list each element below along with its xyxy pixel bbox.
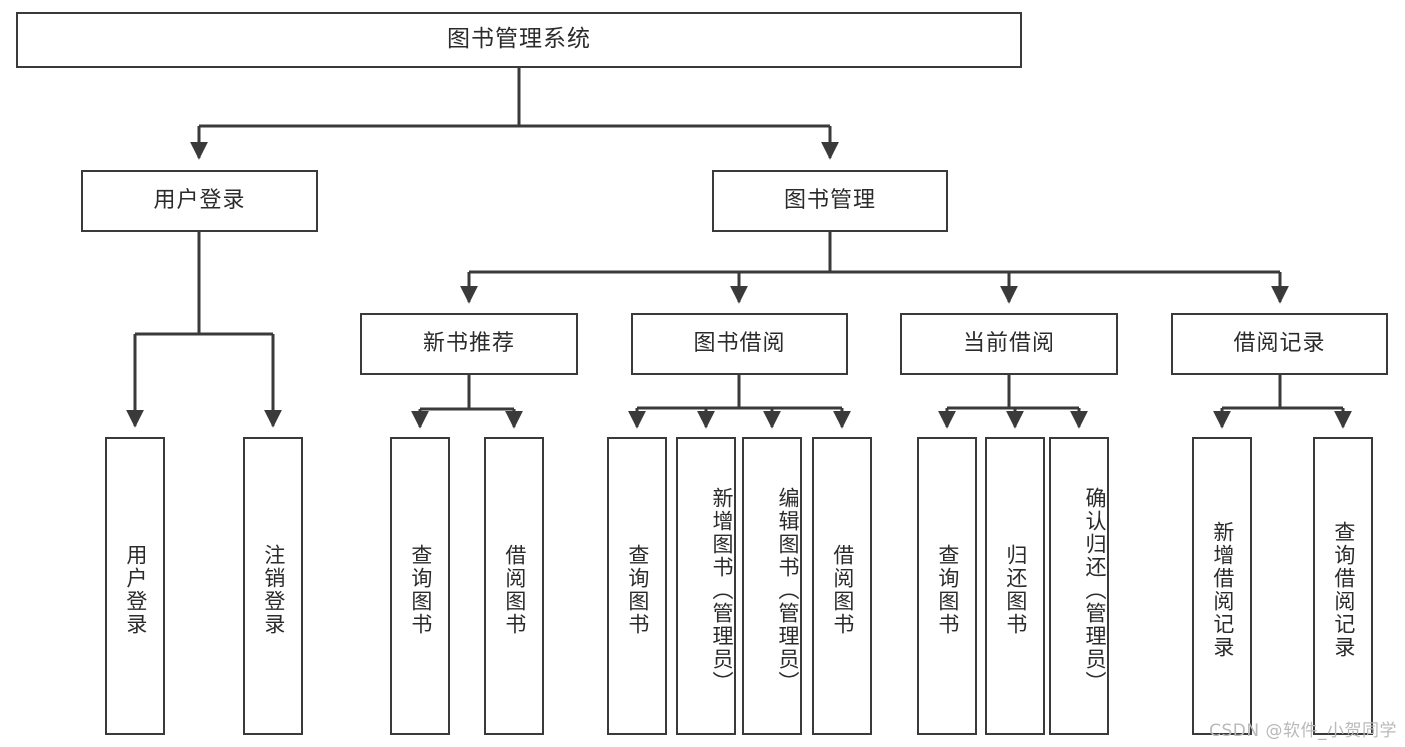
node-label: 图书管理 — [783, 187, 876, 213]
node-new-book-recommend[interactable]: 新书推荐 — [360, 313, 578, 375]
node-label: 查询图书 — [408, 544, 433, 636]
node-label: 查询图书 — [935, 544, 960, 636]
node-label: 借阅图书 — [830, 544, 855, 636]
node-label: 用户登录 — [123, 544, 148, 636]
node-label: 借阅图书 — [502, 544, 527, 636]
node-label: 注销登录 — [261, 544, 286, 636]
node-label: 确认归还（管理员） — [1083, 486, 1107, 694]
node-borrow-record[interactable]: 借阅记录 — [1171, 313, 1388, 375]
node-label: 查询图书 — [625, 544, 650, 636]
node-book-management[interactable]: 图书管理 — [712, 170, 948, 232]
node-label: 查询借阅记录 — [1331, 521, 1356, 659]
node-label: 图书管理系统 — [447, 26, 591, 53]
node-label: 新书推荐 — [422, 330, 515, 356]
node-label: 新增图书（管理员） — [710, 486, 734, 694]
leaf-book-borrow-add-book[interactable]: 新增图书（管理员） — [676, 437, 736, 735]
node-user-login[interactable]: 用户登录 — [81, 170, 318, 232]
leaf-user-login-logout[interactable]: 注销登录 — [243, 437, 303, 735]
node-label: 借阅记录 — [1233, 330, 1326, 356]
node-label: 归还图书 — [1003, 544, 1028, 636]
node-current-borrow[interactable]: 当前借阅 — [900, 313, 1118, 375]
leaf-current-borrow-return-book[interactable]: 归还图书 — [985, 437, 1045, 735]
leaf-current-borrow-confirm-return[interactable]: 确认归还（管理员） — [1049, 437, 1109, 735]
node-root-system[interactable]: 图书管理系统 — [16, 12, 1022, 68]
node-label: 图书借阅 — [693, 330, 786, 356]
leaf-current-borrow-query-book[interactable]: 查询图书 — [917, 437, 977, 735]
leaf-user-login-login[interactable]: 用户登录 — [105, 437, 165, 735]
node-label: 当前借阅 — [962, 330, 1055, 356]
node-label: 编辑图书（管理员） — [776, 486, 800, 694]
node-label: 新增借阅记录 — [1210, 521, 1235, 659]
leaf-book-borrow-borrow-book[interactable]: 借阅图书 — [812, 437, 872, 735]
leaf-new-book-query-book[interactable]: 查询图书 — [390, 437, 450, 735]
leaf-new-book-borrow-book[interactable]: 借阅图书 — [484, 437, 544, 735]
node-book-borrow[interactable]: 图书借阅 — [631, 313, 848, 375]
leaf-borrow-record-add-record[interactable]: 新增借阅记录 — [1192, 437, 1252, 735]
node-label: 用户登录 — [153, 187, 246, 213]
leaf-borrow-record-query-record[interactable]: 查询借阅记录 — [1313, 437, 1373, 735]
leaf-book-borrow-query-book[interactable]: 查询图书 — [607, 437, 667, 735]
leaf-book-borrow-edit-book[interactable]: 编辑图书（管理员） — [742, 437, 802, 735]
csdn-watermark: CSDN @软件_小贺同学 — [1209, 721, 1397, 741]
